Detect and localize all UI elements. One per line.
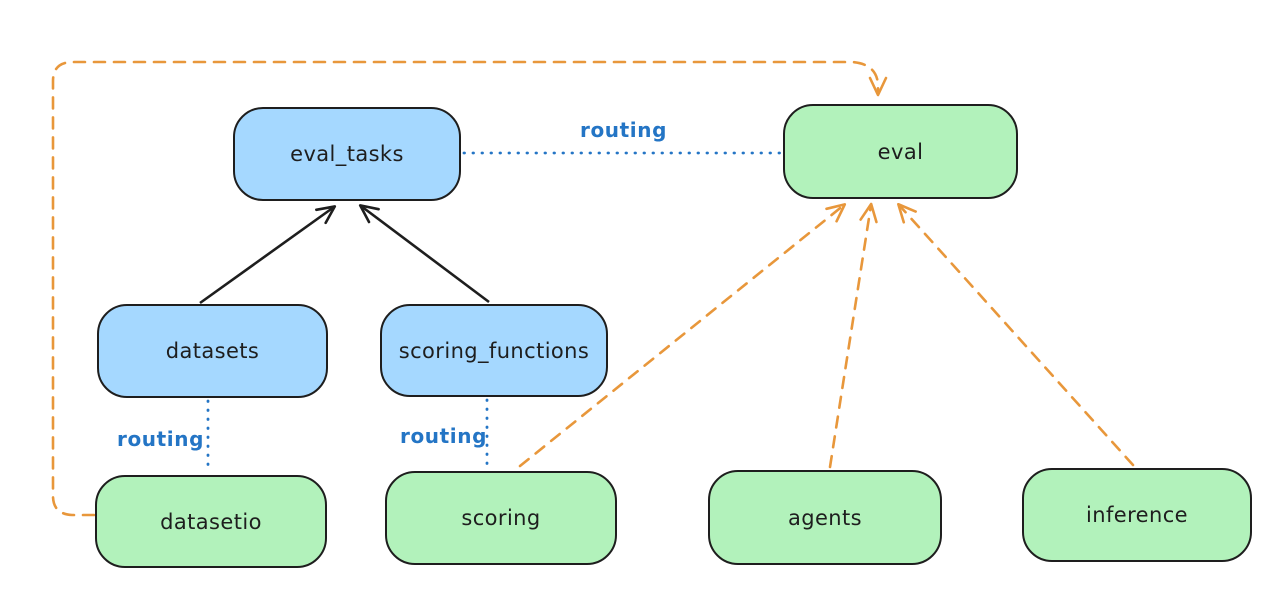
- edge-agents-to-eval: [828, 202, 878, 469]
- node-scoring-functions-label: scoring_functions: [398, 338, 590, 363]
- node-scoring-label: scoring: [461, 506, 541, 530]
- edge-label-routing-eval-tasks-eval: routing: [580, 118, 668, 142]
- node-datasets: datasets: [97, 304, 328, 398]
- node-eval-tasks-label: eval_tasks: [290, 142, 404, 166]
- node-eval-tasks: eval_tasks: [233, 107, 461, 201]
- edge-inference-to-eval: [897, 202, 1135, 467]
- edge-scoring-functions-to-eval-tasks: [358, 204, 490, 304]
- edge-datasets-to-eval-tasks: [199, 205, 337, 305]
- node-inference: inference: [1022, 468, 1252, 562]
- edge-scoring-to-eval: [518, 203, 847, 468]
- edge-label-routing-datasets-datasetio: routing: [117, 427, 205, 451]
- node-agents: agents: [708, 470, 942, 565]
- node-datasetio: datasetio: [95, 475, 327, 568]
- node-datasets-label: datasets: [165, 339, 260, 363]
- node-scoring: scoring: [385, 471, 617, 565]
- node-eval-label: eval: [877, 139, 924, 164]
- node-agents-label: agents: [787, 505, 862, 530]
- node-datasetio-label: datasetio: [160, 509, 262, 534]
- edge-label-routing-scoring-functions-scoring: routing: [400, 424, 488, 448]
- edge-datasetio-to-eval: [51, 60, 888, 517]
- node-scoring-functions: scoring_functions: [380, 304, 608, 397]
- node-inference-label: inference: [1086, 503, 1188, 527]
- node-eval: eval: [783, 104, 1018, 199]
